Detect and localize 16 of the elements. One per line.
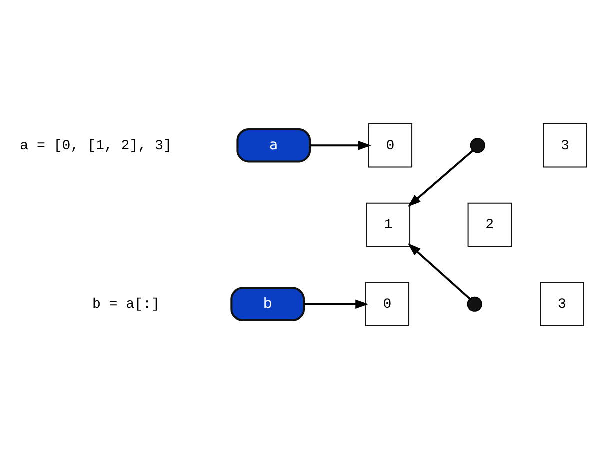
node-box: b xyxy=(230,287,306,322)
node-box: a xyxy=(236,128,312,163)
node-box: 3 xyxy=(543,124,588,168)
node-circle xyxy=(470,138,486,154)
label: b = a[:] xyxy=(92,297,160,314)
arrow xyxy=(304,300,369,309)
node-box: 1 xyxy=(366,202,411,248)
arrow xyxy=(408,244,471,300)
node-box: 0 xyxy=(365,282,410,326)
arrow xyxy=(408,150,474,208)
label: a = [0, [1, 2], 3] xyxy=(20,138,172,154)
node-box: 2 xyxy=(468,202,512,248)
node-circle xyxy=(467,296,482,312)
node-box: 0 xyxy=(368,124,413,168)
node-box: 3 xyxy=(540,282,584,326)
arrow xyxy=(310,141,372,150)
